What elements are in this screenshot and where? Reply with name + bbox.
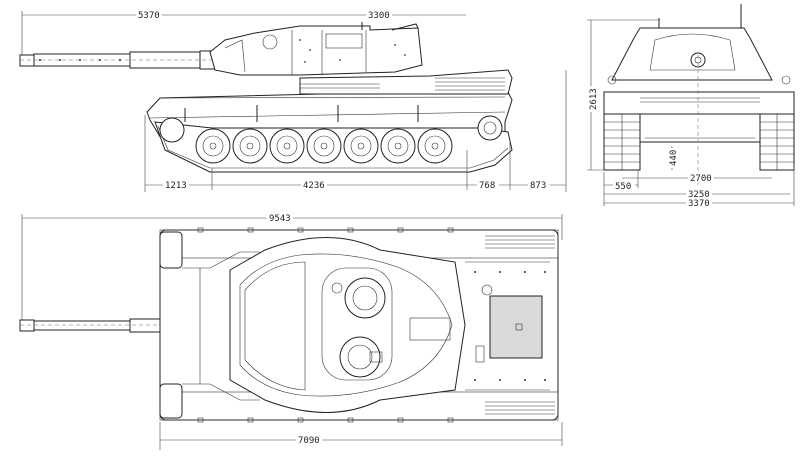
front-view-dimensions: 2613 440 2700 550 3250 3370	[586, 19, 795, 209]
track-assembly	[154, 115, 513, 173]
dim-label-3300: 3300	[368, 11, 390, 21]
dim-overall-length: 9543	[21, 212, 563, 320]
dim-label-873: 873	[530, 181, 546, 191]
front-tracks	[603, 113, 795, 171]
side-view: 5370 3300	[19, 9, 567, 192]
turret-top	[229, 237, 466, 413]
commander-hatch	[344, 277, 386, 319]
gun-muzzle-front	[690, 52, 706, 68]
dim-label-1213: 1213	[165, 181, 187, 191]
dim-label-7090: 7090	[298, 436, 320, 446]
dim-label-9543: 9543	[269, 214, 291, 224]
dim-label-3250: 3250	[688, 190, 710, 200]
top-view: 9543	[19, 212, 563, 450]
dim-label-4236: 4236	[303, 181, 325, 191]
dim-label-3370: 3370	[688, 199, 710, 209]
road-wheels	[195, 128, 453, 164]
dim-gun-overhang: 5370	[21, 9, 296, 58]
dim-label-550: 550	[615, 182, 631, 192]
turret	[209, 22, 423, 76]
dim-label-440: 440	[669, 150, 679, 166]
loader-hatch	[339, 336, 381, 378]
front-idler-wheel	[159, 117, 185, 143]
front-view: 2613 440 2700 550 3250 3370	[586, 4, 795, 209]
side-bottom-dimensions: 1213 4236 768 873	[144, 70, 567, 192]
dim-label-5370: 5370	[138, 11, 160, 21]
skirt-bolts	[197, 227, 454, 423]
drive-sprocket	[477, 115, 503, 141]
dim-label-2613: 2613	[589, 88, 599, 110]
dim-turret-to-rear: 3300	[296, 9, 466, 21]
engine-deck	[465, 261, 550, 391]
gun-barrel	[19, 50, 240, 70]
dim-label-768: 768	[479, 181, 495, 191]
dim-label-2700: 2700	[690, 174, 712, 184]
dim-hull-length: 7090	[159, 422, 563, 450]
